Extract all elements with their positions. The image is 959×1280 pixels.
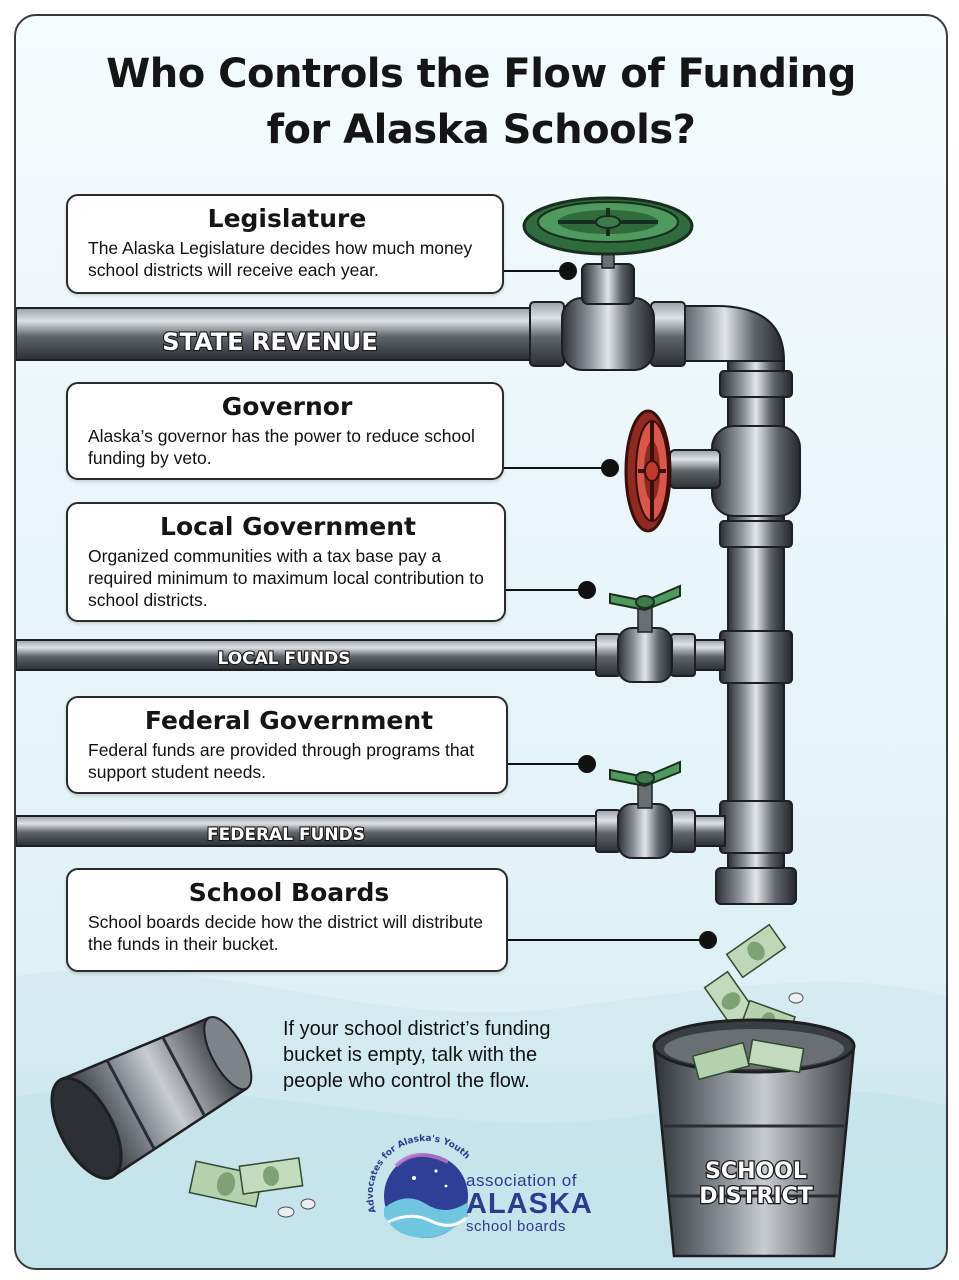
box-text: School boards decide how the district wi…	[88, 912, 483, 954]
pipe-coupling	[529, 301, 565, 367]
box-heading: Local Government	[160, 512, 416, 541]
logo-line-1: association of	[466, 1171, 577, 1190]
pipe-nozzle	[715, 867, 797, 905]
pipe-coupling	[650, 301, 686, 367]
box-heading: Federal Government	[144, 706, 434, 735]
federal-government-box: Federal Government Federal funds are pro…	[66, 696, 508, 794]
state-revenue-pipe	[16, 307, 537, 361]
infographic-frame: STATE REVENUE LOCAL FUNDS	[14, 14, 948, 1270]
valve-stem	[669, 449, 721, 489]
pipe-coupling	[595, 633, 621, 677]
box-text: Federal funds are provided through progr…	[88, 740, 475, 782]
box-heading: School Boards	[188, 878, 390, 907]
title-line-1: Who Controls the Flow of Funding	[106, 51, 856, 97]
school-district-bucket-icon: SCHOOL DISTRICT	[652, 1018, 856, 1258]
logo-line-2: ALASKA	[466, 1188, 593, 1220]
valve-body	[561, 297, 655, 371]
empty-bucket-icon	[50, 1016, 253, 1180]
pipe-illustration: STATE REVENUE LOCAL FUNDS	[16, 196, 946, 1268]
pipe-coupling	[719, 370, 793, 398]
federal-funds-label: FEDERAL FUNDS	[207, 825, 365, 845]
pipe-coupling	[719, 630, 793, 684]
box-text: Alaska’s governor has the power to reduc…	[88, 426, 475, 468]
box-heading: Governor	[221, 392, 353, 421]
box-heading: Legislature	[207, 204, 367, 233]
valve-body	[617, 627, 673, 683]
federal-valve-handle-icon[interactable]	[609, 760, 681, 788]
state-revenue-label: STATE REVENUE	[162, 328, 377, 356]
local-funds-label: LOCAL FUNDS	[217, 649, 350, 669]
connector-lines	[502, 262, 717, 949]
pipe-coupling	[719, 800, 793, 854]
aasb-logo-text: association of ALASKA school boards	[466, 1172, 593, 1235]
valve-stem	[581, 263, 635, 305]
federal-funds-pipe	[16, 815, 607, 847]
box-text: The Alaska Legislature decides how much …	[88, 238, 473, 280]
title-line-2: for Alaska Schools?	[266, 107, 696, 153]
valve-body	[617, 803, 673, 859]
pipe-coupling	[595, 809, 621, 853]
bucket-label-line1: SCHOOL	[705, 1159, 807, 1184]
box-text: Organized communities with a tax base pa…	[88, 546, 484, 610]
pipe-segment	[694, 639, 726, 671]
pipe-coupling	[719, 520, 793, 548]
bucket-label-line2: DISTRICT	[699, 1184, 813, 1209]
school-boards-box: School Boards School boards decide how t…	[66, 868, 508, 972]
legislature-valve-wheel-icon[interactable]	[522, 196, 694, 256]
governor-valve-wheel-icon[interactable]	[624, 409, 672, 533]
logo-line-3: school boards	[466, 1218, 566, 1235]
local-valve-handle-icon[interactable]	[609, 584, 681, 612]
call-to-action-text: If your school district’s funding bucket…	[283, 1018, 551, 1092]
valve-body	[711, 425, 801, 517]
pipe-elbow	[665, 305, 786, 362]
pipe-coupling	[670, 809, 696, 853]
pipe-coupling	[670, 633, 696, 677]
governor-box: Governor Alaska’s governor has the power…	[66, 382, 504, 480]
legislature-box: Legislature The Alaska Legislature decid…	[66, 194, 504, 294]
spilled-money-icon	[188, 1157, 316, 1218]
page-title: Who Controls the Flow of Funding for Ala…	[16, 46, 946, 158]
pipe-segment	[694, 815, 726, 847]
local-funds-pipe	[16, 639, 607, 671]
local-government-box: Local Government Organized communities w…	[66, 502, 506, 622]
